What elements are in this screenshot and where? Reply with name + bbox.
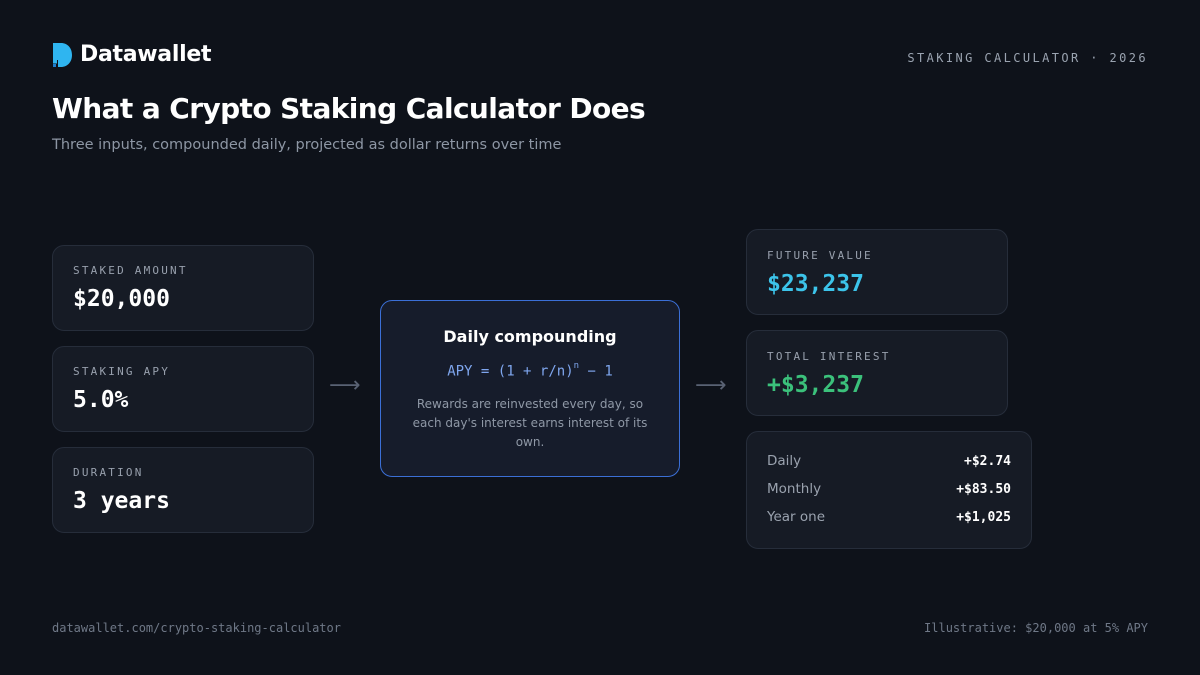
- page-subtitle: Three inputs, compounded daily, projecte…: [52, 137, 562, 153]
- future-value-label: FUTURE VALUE: [767, 249, 873, 262]
- duration-label: DURATION: [73, 466, 144, 479]
- apy-formula: APY = (1 + r/n)n − 1: [381, 361, 679, 380]
- breakdown-label: Year one: [767, 509, 825, 525]
- daily-compounding-card: Daily compounding APY = (1 + r/n)n − 1 R…: [380, 300, 680, 477]
- staked-amount-card: STAKED AMOUNT $20,000: [52, 245, 314, 331]
- staking-apy-value: 5.0%: [73, 387, 129, 413]
- future-value-amount: $23,237: [767, 271, 864, 297]
- formula-exponent: n: [573, 361, 580, 371]
- header-kicker: STAKING CALCULATOR · 2026: [907, 51, 1148, 65]
- staking-apy-label: STAKING APY: [73, 365, 171, 378]
- compounding-title: Daily compounding: [443, 327, 617, 346]
- compounding-description: Rewards are reinvested every day, so eac…: [412, 397, 648, 449]
- brand-name: Datawallet: [80, 42, 212, 67]
- breakdown-label: Monthly: [767, 481, 822, 497]
- breakdown-value: +$83.50: [956, 482, 1011, 497]
- breakdown-value: +$1,025: [956, 510, 1011, 525]
- staking-apy-card: STAKING APY 5.0%: [52, 346, 314, 432]
- duration-card: DURATION 3 years: [52, 447, 314, 533]
- breakdown-row-year-one: Year one +$1,025: [767, 509, 1011, 529]
- arrow-right-icon: ⟶: [329, 373, 361, 398]
- duration-value: 3 years: [73, 488, 170, 514]
- returns-breakdown-card: Daily +$2.74 Monthly +$83.50 Year one +$…: [746, 431, 1032, 549]
- total-interest-amount: +$3,237: [767, 372, 864, 398]
- arrow-right-icon: ⟶: [695, 373, 727, 398]
- staked-amount-value: $20,000: [73, 286, 170, 312]
- breakdown-value: +$2.74: [964, 454, 1011, 469]
- footer-url: datawallet.com/crypto-staking-calculator: [52, 621, 341, 635]
- page-title: What a Crypto Staking Calculator Does: [52, 92, 646, 125]
- breakdown-row-monthly: Monthly +$83.50: [767, 481, 1011, 501]
- formula-base: APY = (1 + r/n): [447, 363, 574, 380]
- footer-note: Illustrative: $20,000 at 5% APY: [924, 621, 1148, 635]
- future-value-card: FUTURE VALUE $23,237: [746, 229, 1008, 315]
- total-interest-card: TOTAL INTEREST +$3,237: [746, 330, 1008, 416]
- breakdown-label: Daily: [767, 453, 802, 469]
- brand-logo: Datawallet: [52, 42, 211, 67]
- total-interest-label: TOTAL INTEREST: [767, 350, 891, 363]
- datawallet-logo-icon: [52, 42, 72, 67]
- breakdown-row-daily: Daily +$2.74: [767, 453, 1011, 473]
- formula-tail: − 1: [579, 363, 613, 380]
- staked-amount-label: STAKED AMOUNT: [73, 264, 188, 277]
